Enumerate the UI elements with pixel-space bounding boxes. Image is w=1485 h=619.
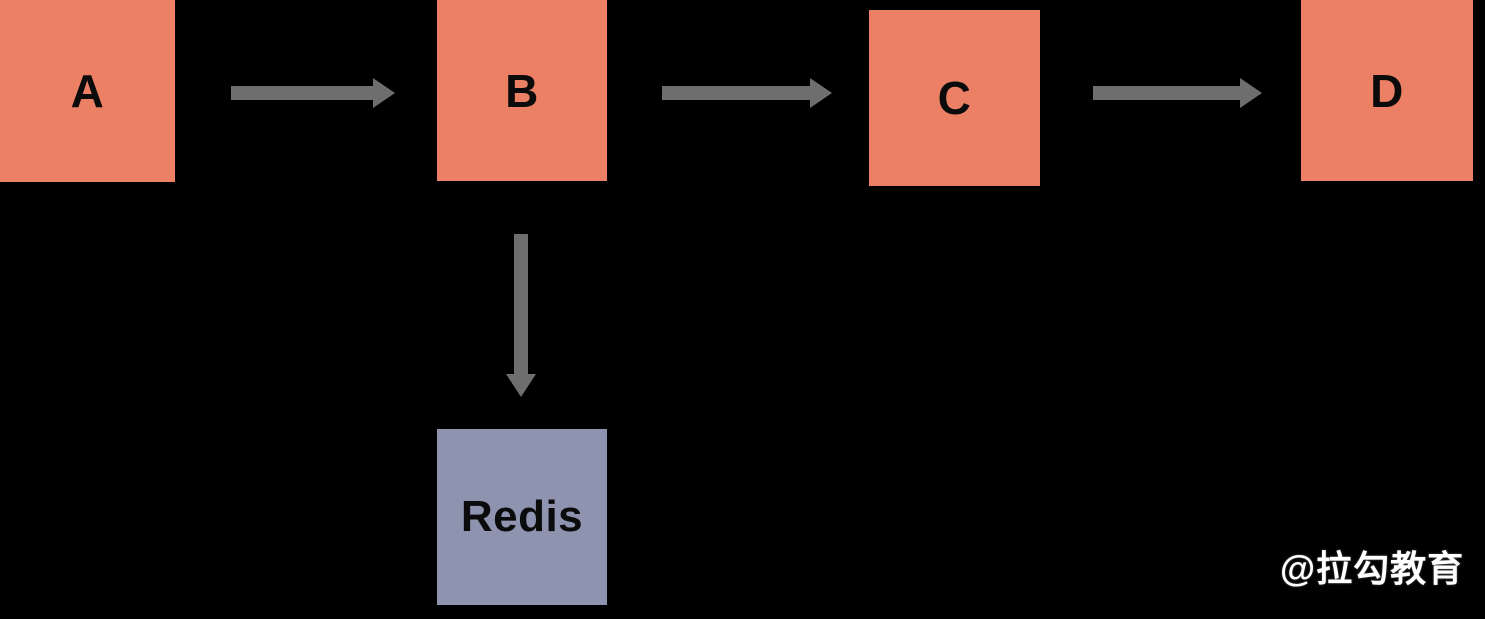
node-d-label: D <box>1370 64 1404 117</box>
arrow-b-to-redis <box>506 234 536 397</box>
node-d[interactable]: D <box>1301 0 1473 181</box>
node-redis[interactable]: Redis <box>437 429 607 605</box>
arrow-b-to-c <box>662 78 832 108</box>
node-b-label: B <box>505 64 539 117</box>
node-c[interactable]: C <box>869 10 1040 186</box>
node-c-label: C <box>937 72 972 124</box>
node-redis-label: Redis <box>460 492 584 541</box>
node-a[interactable]: A <box>0 0 175 182</box>
node-b[interactable]: B <box>437 0 607 181</box>
node-a-label: A <box>70 65 105 117</box>
arrow-c-to-d <box>1093 78 1262 108</box>
watermark: @拉勾教育 <box>1280 548 1465 589</box>
arrow-a-to-b <box>231 78 395 108</box>
